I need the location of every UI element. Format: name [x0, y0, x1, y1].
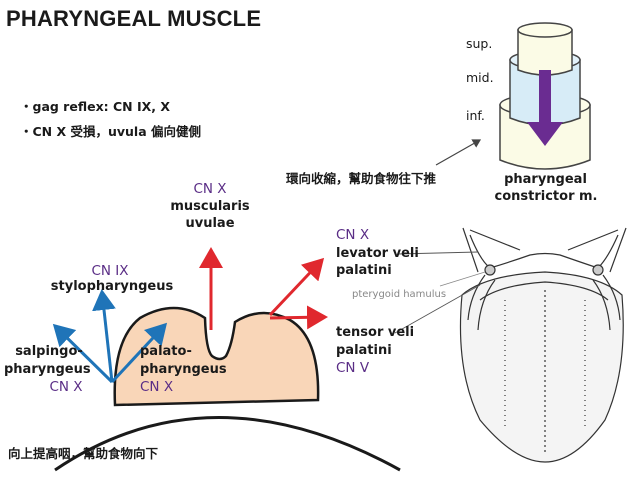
uvulae-label-line2: uvulae: [185, 216, 235, 231]
constrictor-level-inf: inf.: [466, 108, 485, 123]
action-pointer: [435, 139, 482, 166]
constrictor-action-text: 環向收縮，幫助食物往下推: [286, 171, 437, 186]
tongue-illustration: [459, 227, 627, 463]
palato-cn-label: CN X: [140, 379, 174, 395]
levator-cn-label: CN X: [336, 227, 370, 243]
levator-pointer: [397, 251, 479, 255]
stylo-label: stylopharyngeus: [50, 279, 174, 294]
bottom-note: 向上提高咽，幫助食物向下: [8, 446, 159, 461]
tensor-label-line2: palatini: [336, 343, 392, 358]
salpingo-label-line2: pharyngeus: [4, 362, 91, 377]
arrow-palatopharyngeus: [110, 322, 168, 384]
levator-label-line1: levator veli: [336, 246, 419, 261]
palato-label-line1: palato-: [140, 344, 192, 359]
tensor-pointer: [394, 284, 481, 334]
constrictor-level-mid: mid.: [466, 70, 494, 85]
arrow-salpingopharyngeus: [52, 323, 114, 384]
constrictor-label-line2: constrictor m.: [494, 189, 598, 204]
arrow-stylopharyngeus: [92, 289, 116, 383]
tensor-cn-label: CN V: [336, 360, 370, 376]
uvulae-label-line1: muscularis: [170, 199, 250, 214]
note-uvula-deviation: ・CN X 受損，uvula 偏向健側: [20, 124, 201, 139]
hamulus-pointer: [439, 271, 486, 287]
pterygoid-hamulus-label: pterygoid hamulus: [352, 289, 447, 300]
constrictor-level-sup: sup.: [466, 36, 493, 51]
page-title: PHARYNGEAL MUSCLE: [6, 6, 262, 31]
arrow-levator-veli-palatini: [268, 257, 325, 317]
arrow-tensor-veli-palatini: [269, 305, 328, 330]
constrictor-label-line1: pharyngeal: [504, 172, 587, 187]
salpingo-cn-label: CN X: [49, 379, 83, 395]
constriction-arrow: [527, 70, 563, 146]
note-gag-reflex: ・gag reflex: CN IX, X: [20, 99, 170, 114]
tensor-label-line1: tensor veli: [336, 325, 415, 340]
uvulae-cn-label: CN X: [193, 181, 227, 197]
stylo-cn-label: CN IX: [91, 263, 129, 279]
levator-label-line2: palatini: [336, 263, 392, 278]
pharynx-base-curve: [54, 416, 401, 472]
constrictor-illustration: [499, 22, 591, 170]
palato-label-line2: pharyngeus: [140, 362, 227, 377]
salpingo-label-line1: salpingo-: [15, 344, 83, 359]
